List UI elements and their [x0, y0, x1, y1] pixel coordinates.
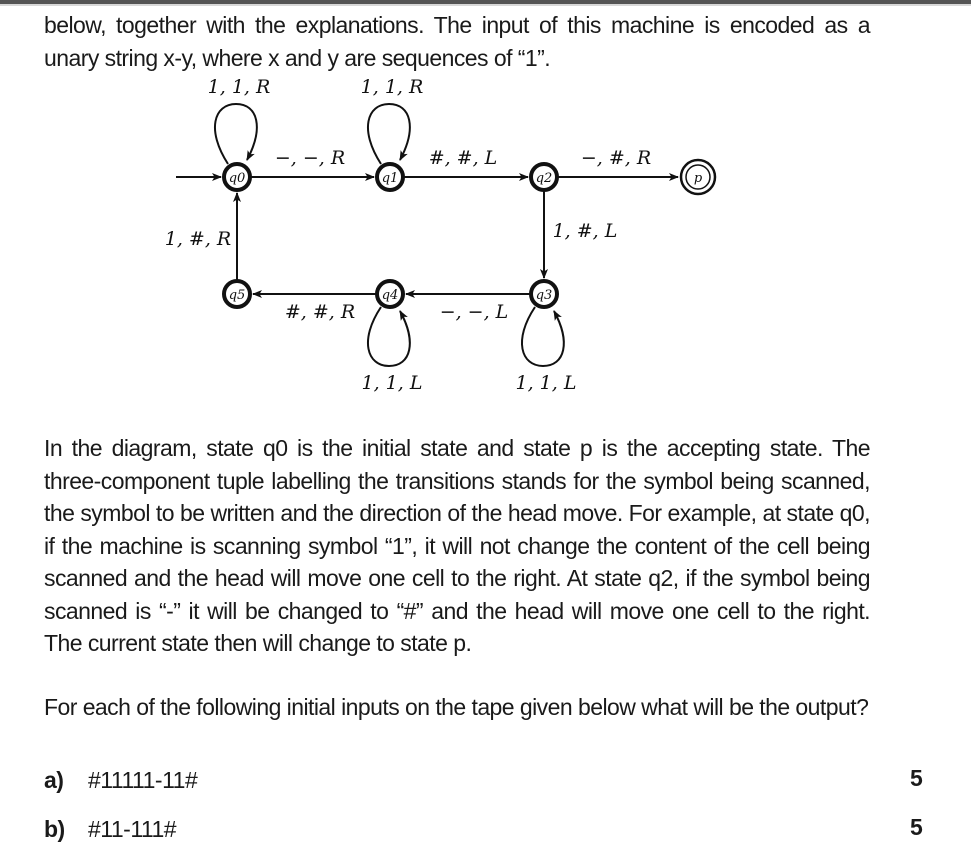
label-q1-q2: #, #, L — [429, 147, 498, 169]
label-q0-loop: 1, 1, R — [208, 76, 271, 98]
state-p-accepting: p — [679, 158, 717, 196]
state-q2: q2 — [529, 162, 559, 192]
loop-q3 — [520, 306, 565, 368]
label-q5-q0: 1, #, R — [165, 228, 231, 250]
state-q1: q1 — [375, 162, 405, 192]
window-top-border — [0, 0, 971, 4]
svg-text:q1: q1 — [382, 171, 399, 186]
label-q2-p: −, #, R — [581, 147, 651, 169]
turing-machine-diagram: q0 q1 q2 p q3 q4 q5 1, 1, R −, −, R 1, 1… — [165, 76, 717, 394]
item-input: #11-111# — [88, 816, 177, 842]
label-q3-loop: 1, 1, L — [516, 372, 577, 394]
item-marks-b: 5 — [910, 814, 923, 840]
svg-text:q4: q4 — [382, 288, 399, 303]
state-q0: q0 — [222, 162, 252, 192]
loop-q4 — [366, 306, 411, 368]
item-marks-a: 5 — [910, 765, 923, 791]
intro-paragraph: below, together with the explanations. T… — [44, 12, 871, 71]
loop-q1 — [366, 102, 411, 165]
label-q4-loop: 1, 1, L — [362, 372, 423, 394]
state-q3: q3 — [529, 279, 559, 309]
item-label: b) — [44, 816, 65, 842]
item-label: a) — [44, 767, 64, 793]
question-item-a: a) #11111-11# — [44, 765, 198, 795]
label-q4-q5: #, #, R — [285, 301, 355, 323]
item-input: #11111-11# — [88, 767, 198, 793]
label-q3-q4: −, −, L — [440, 301, 509, 323]
window-top-shadow — [0, 4, 971, 6]
state-q4: q4 — [375, 279, 405, 309]
label-q1-loop: 1, 1, R — [361, 76, 424, 98]
question-item-b: b) #11-111# — [44, 814, 177, 844]
svg-text:q2: q2 — [536, 171, 553, 186]
svg-text:q0: q0 — [229, 171, 246, 186]
svg-text:q5: q5 — [229, 288, 246, 303]
explanation-paragraph: In the diagram, state q0 is the initial … — [44, 435, 871, 656]
label-q0-q1: −, −, R — [275, 147, 345, 169]
label-q2-q3: 1, #, L — [553, 220, 618, 242]
question-paragraph: For each of the following initial inputs… — [44, 694, 869, 720]
svg-text:q3: q3 — [536, 288, 553, 303]
svg-text:p: p — [694, 171, 703, 186]
state-q5: q5 — [222, 279, 252, 309]
loop-q0 — [213, 102, 258, 165]
